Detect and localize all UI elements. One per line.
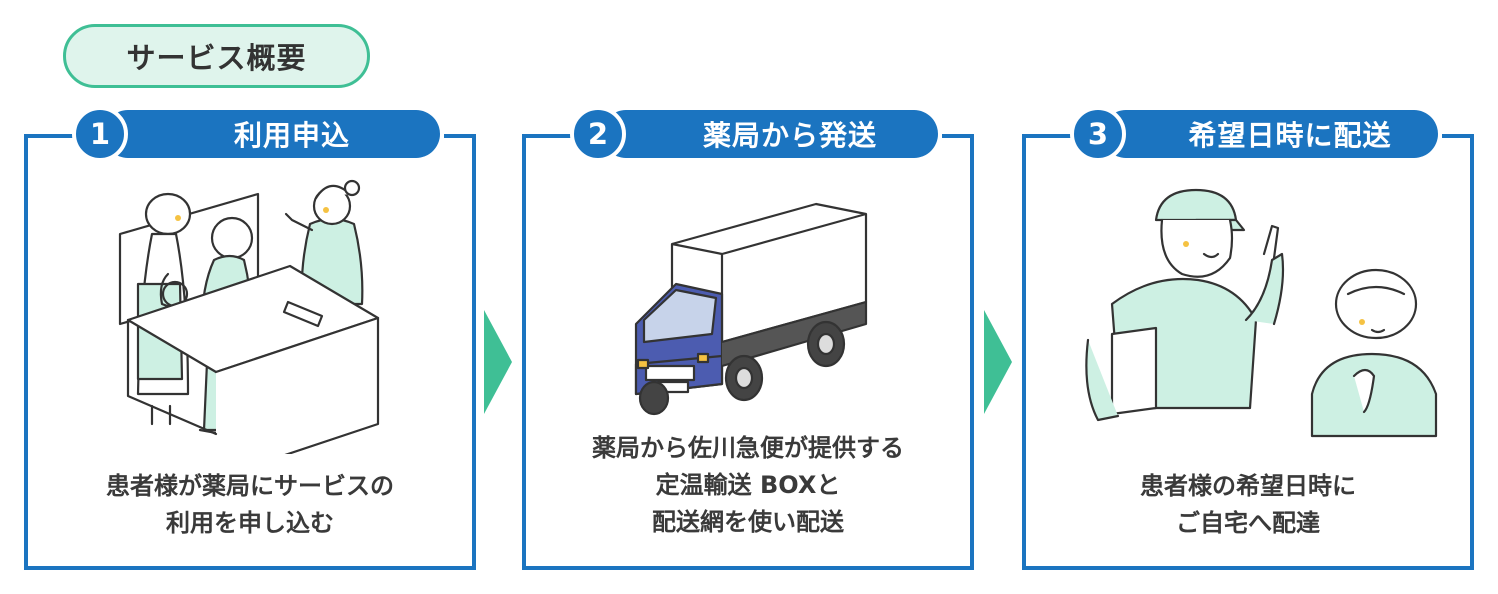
frame-top-right-2	[942, 134, 974, 138]
step-description-3: 患者様の希望日時に ご自宅へ配達	[1026, 468, 1470, 542]
pharmacy-counter-illustration	[118, 179, 380, 454]
frame-top-left-1	[28, 134, 76, 138]
step-number: 2	[587, 117, 609, 151]
chevron-right-icon	[484, 310, 512, 414]
delivery-truck-illustration	[634, 202, 868, 416]
step-number: 3	[1087, 117, 1109, 151]
frame-top-left-3	[1026, 134, 1074, 138]
delivery-person-illustration	[1085, 188, 1438, 438]
step-description-line: 配送網を使い配送	[652, 508, 844, 536]
step-description-line: 患者様の希望日時に	[1140, 472, 1356, 500]
step-title: 薬局から発送	[702, 119, 877, 152]
step-number-badge-1: 1	[72, 106, 128, 162]
frame-top-right-3	[1442, 134, 1474, 138]
step-title: 希望日時に配送	[1188, 119, 1392, 152]
step-description-2: 薬局から佐川急便が提供する 定温輸送 BOXと 配送網を使い配送	[526, 430, 970, 541]
frame-top-left-2	[526, 134, 574, 138]
step-number: 1	[89, 117, 111, 151]
step-header-3: 希望日時に配送	[1102, 110, 1438, 158]
step-number-badge-3: 3	[1070, 106, 1126, 162]
step-header-1: 利用申込	[104, 110, 440, 158]
step-description-1: 患者様が薬局にサービスの 利用を申し込む	[28, 468, 472, 542]
step-card-1: 利用申込 1	[24, 106, 476, 570]
step-description-line: 利用を申し込む	[166, 509, 334, 537]
step-number-badge-2: 2	[570, 106, 626, 162]
step-card-3: 希望日時に配送 3 患者様の希	[1022, 106, 1474, 570]
step-header-2: 薬局から発送	[602, 110, 938, 158]
chevron-right-icon	[984, 310, 1012, 414]
section-title: サービス概要	[126, 41, 307, 75]
step-description-line: 患者様が薬局にサービスの	[106, 472, 394, 500]
step-description-line: 薬局から佐川急便が提供する	[592, 434, 904, 462]
step-description-line: 定温輸送 BOXと	[655, 471, 841, 499]
step-description-line: ご自宅へ配達	[1176, 509, 1320, 537]
step-title: 利用申込	[233, 119, 350, 152]
frame-top-right-1	[444, 134, 476, 138]
step-card-2: 薬局から発送 2 薬局から佐川急便が提供する 定温	[522, 106, 974, 570]
section-title-badge: サービス概要	[63, 24, 370, 88]
